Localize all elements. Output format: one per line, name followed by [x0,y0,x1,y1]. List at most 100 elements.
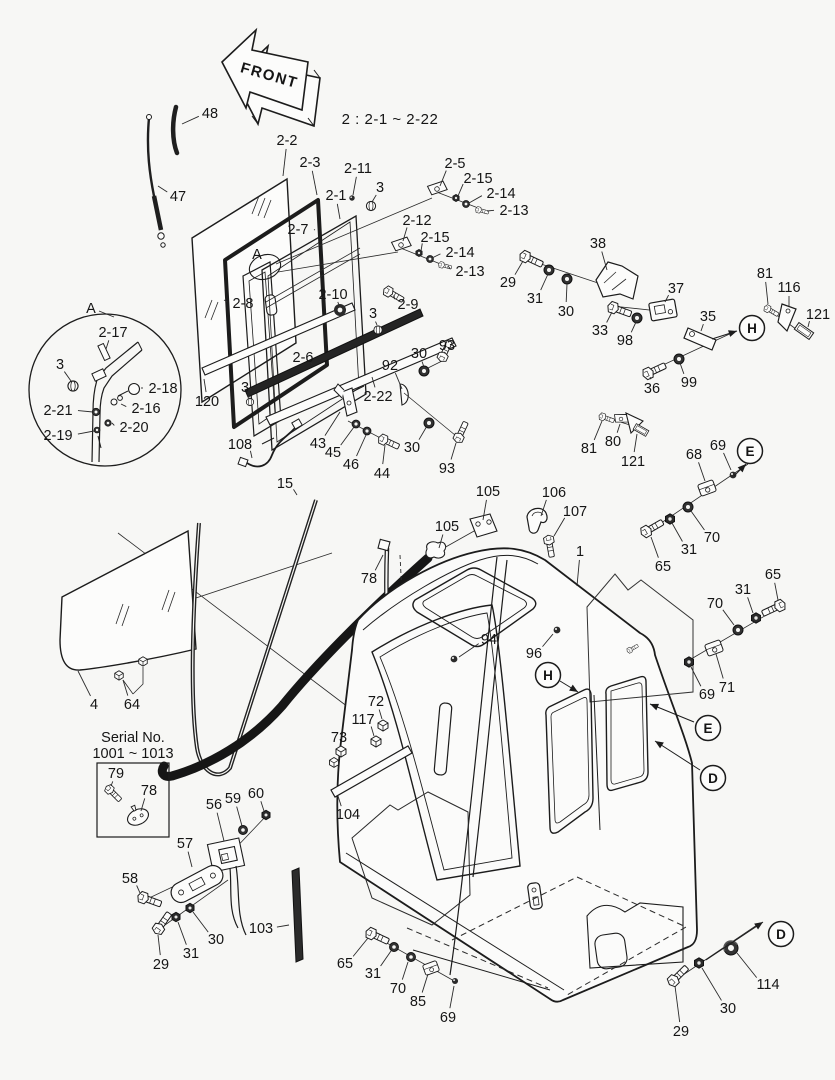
leader-line [157,185,168,193]
part-label-65: 65 [765,567,781,583]
nut-31-icon [665,513,675,525]
washer-2-14-icon [426,255,434,263]
bracket-116 [777,303,797,333]
part-label-120: 120 [195,394,219,410]
leader-line [282,148,287,177]
knob-2-18 [127,382,141,396]
pin-2-11-icon [349,195,355,201]
leader-line [177,921,187,945]
part-label-31: 31 [681,542,697,558]
leader-line [457,183,464,197]
leader-line [192,911,209,933]
clip-73-icon [335,745,347,758]
leader-line [63,371,72,382]
part-label-64: 64 [124,697,140,713]
part-label-68: 68 [686,447,702,463]
part-label-2-1: 2-1 [326,188,347,204]
part-label-121: 121 [621,454,645,470]
plate-57 [170,864,224,904]
leader-line [352,176,357,196]
ref-arrow-line [705,921,764,961]
part-label-35: 35 [700,309,716,325]
ref-letter-H: H [747,321,757,336]
washer-31-icon [389,942,399,952]
leader-line [77,430,95,435]
nut-69-icon [684,656,694,668]
cab-body-1 [291,547,698,1003]
leader-line [77,670,91,697]
part-label-92: 92 [382,358,398,374]
leader-line [765,281,769,305]
part-label-60: 60 [248,786,264,802]
door-window-opening [545,688,594,834]
ref-letter-D: D [776,927,786,942]
part-label-57: 57 [177,836,193,852]
leader-line [382,444,386,465]
part-2-16 [110,398,118,406]
part-label-59: 59 [225,791,241,807]
part-label-121: 121 [806,307,830,323]
washer-70-icon [732,624,744,636]
part-label-71: 71 [719,680,735,696]
leader-line [418,425,428,440]
pipe-clamp-78 [377,538,391,552]
part-label-85: 85 [410,994,426,1010]
part-label-33: 33 [592,323,608,339]
ref-letter-H: H [543,668,553,683]
part-label-81: 81 [757,266,773,282]
part-label-31: 31 [365,966,381,982]
part-label-48: 48 [202,106,218,122]
leader-line [371,376,376,388]
part-label-80: 80 [605,434,621,450]
part-label-93: 93 [439,338,455,354]
ref-circle [736,437,764,465]
part-label-78: 78 [361,571,377,587]
washer-98-icon [631,312,643,324]
part-label-31: 31 [735,582,751,598]
washer-30-icon [561,273,573,285]
leader-line [236,806,243,827]
part-label-105: 105 [476,484,500,500]
leader-line [111,422,115,426]
ref-letter-E: E [745,444,754,459]
part-label-98: 98 [617,333,633,349]
part-label-3: 3 [56,357,64,373]
wiper-blade-48 [170,104,180,156]
leader-line [311,170,318,196]
latch-37 [648,298,678,322]
washer-30-icon [418,365,430,377]
leader-line [122,679,129,696]
knob-3-icon [365,200,377,212]
leader-line [356,434,367,457]
leader-line [337,795,342,807]
part-label-2-21: 2-21 [43,403,72,419]
leader-line [140,798,146,812]
leader-line [203,378,207,393]
ref-arrowhead-icon [569,684,578,692]
assembly-axis-lines [146,190,801,983]
leader-line [324,411,341,436]
leader-line [698,462,706,482]
part-label-105: 105 [435,519,459,535]
leader-line [105,340,110,350]
leader-line [542,633,554,647]
part-label-2-17: 2-17 [98,325,127,341]
ref-arrow-line [654,740,701,771]
leader-line [402,227,408,242]
part-label-3: 3 [241,380,249,396]
leader-line [447,265,451,270]
pad-92 [399,383,409,406]
leader-line [633,433,638,453]
nut-31-icon [171,911,181,923]
part-label-65: 65 [337,956,353,972]
bracket-2-17 [97,342,111,362]
washer-45-icon [351,419,361,429]
part-label-43: 43 [310,436,326,452]
leader-line [671,522,683,542]
door-glass-4 [59,529,197,671]
leader-line [336,203,341,220]
serial-line1: Serial No. [101,730,165,746]
part-label-2-12: 2-12 [402,213,431,229]
part-label-A: A [252,247,262,263]
part-label-30: 30 [720,1001,736,1017]
